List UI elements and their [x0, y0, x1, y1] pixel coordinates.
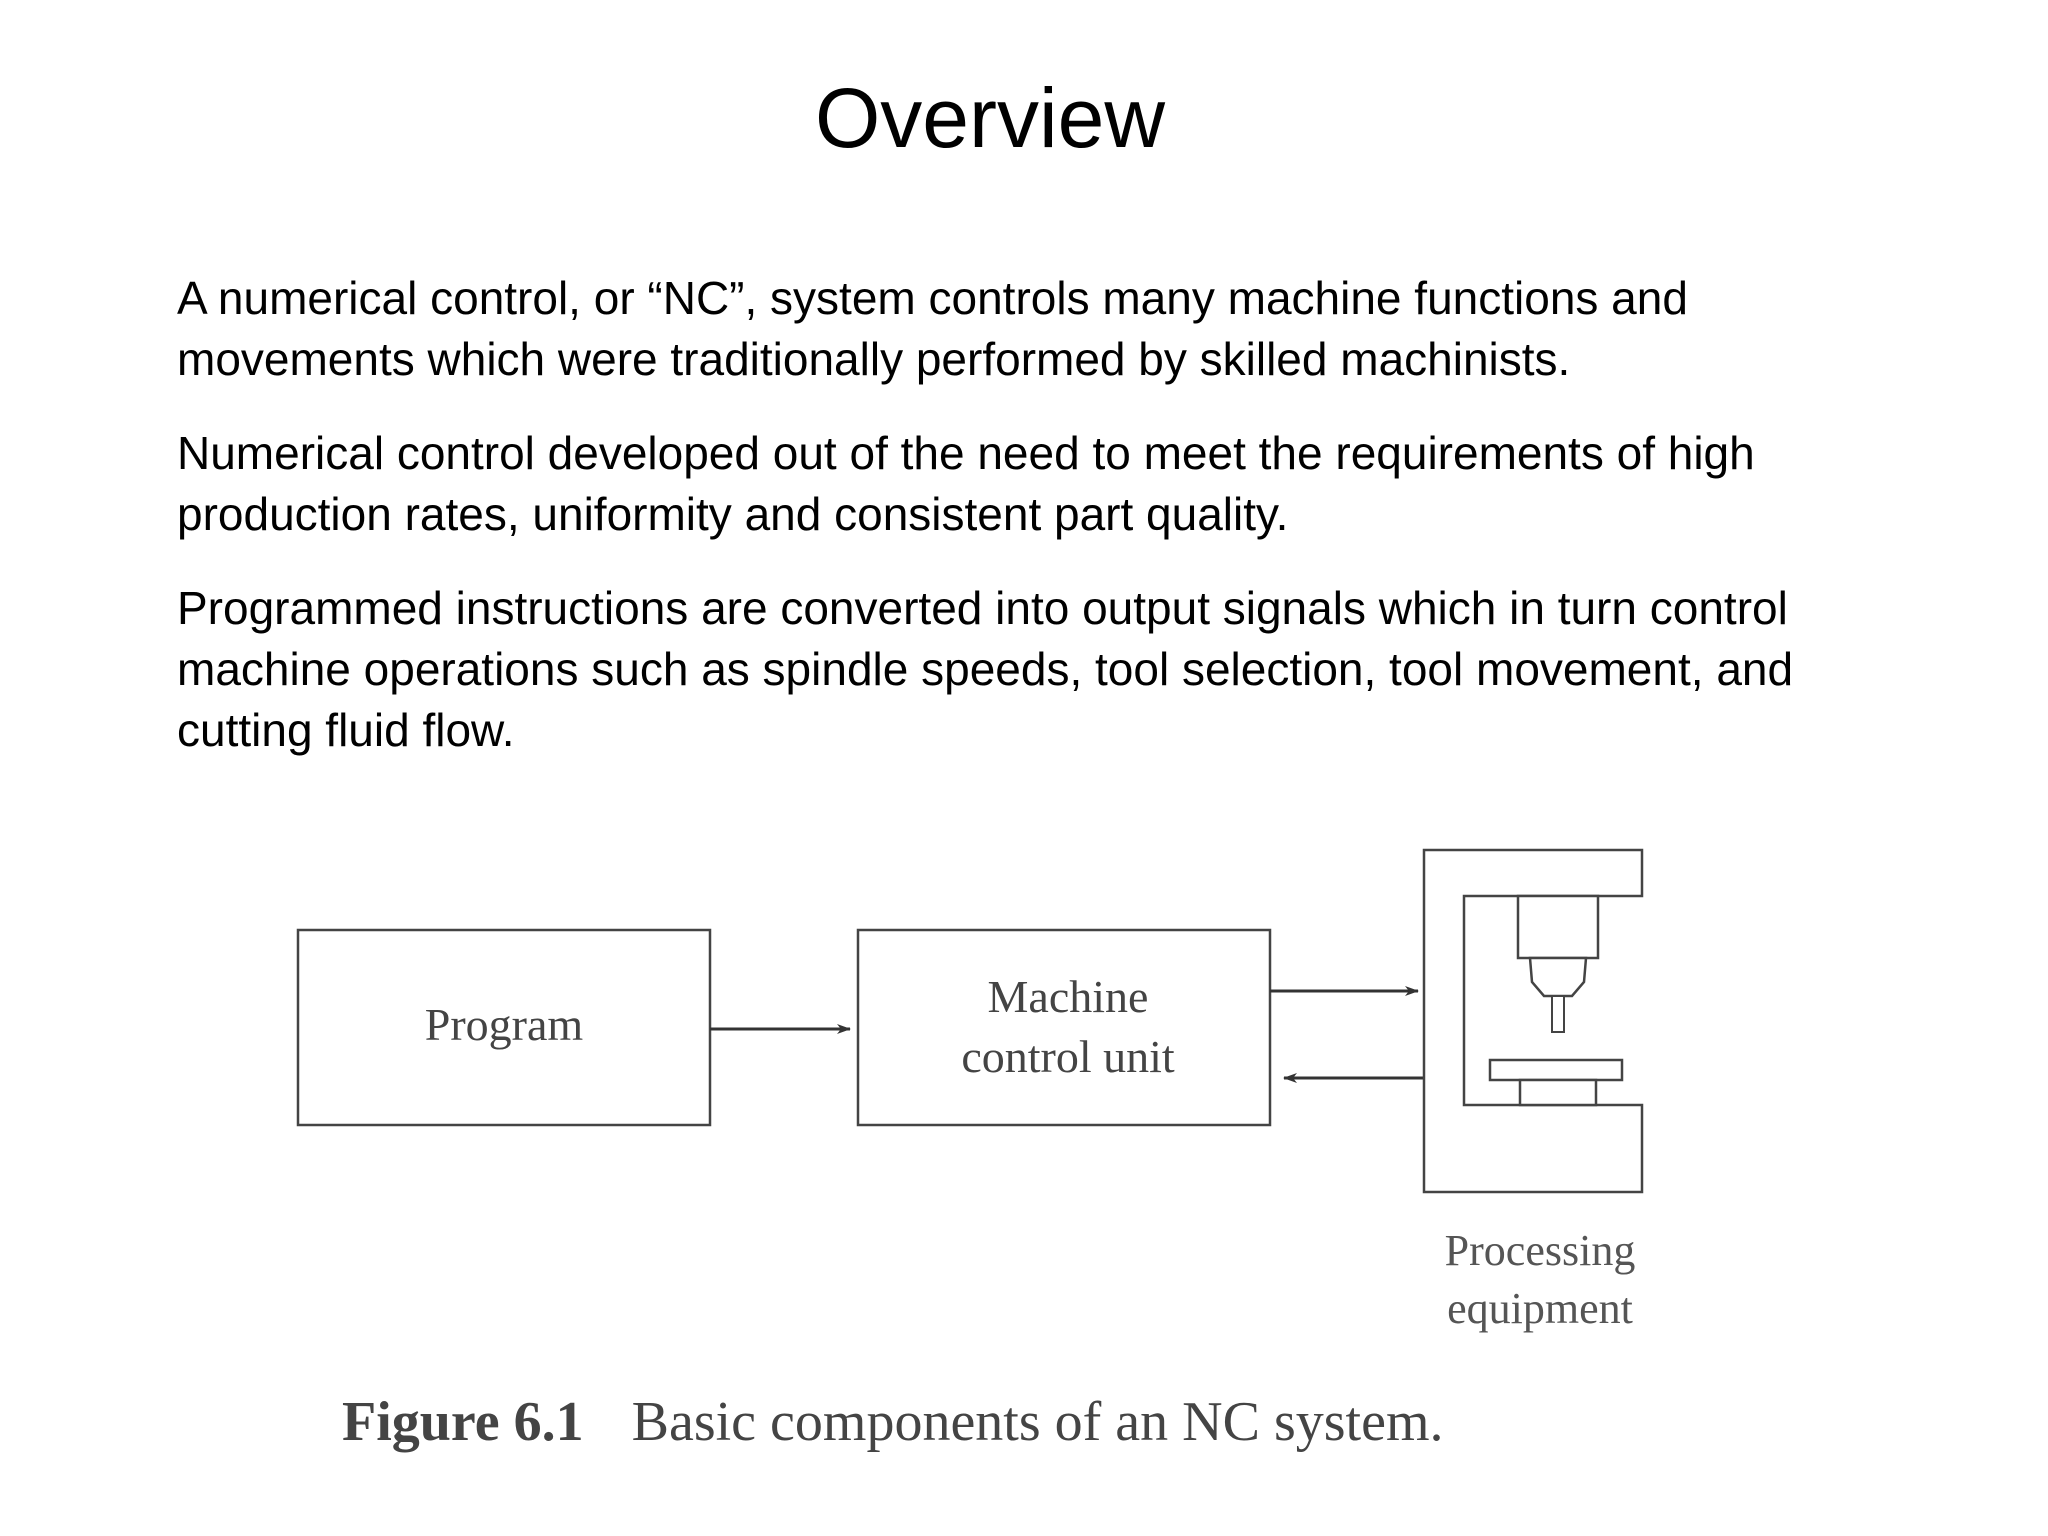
figure-caption-number: Figure 6.1 [342, 1391, 584, 1453]
figure-caption: Figure 6.1 Basic components of an NC sys… [342, 1391, 1444, 1453]
body-text: A numerical control, or “NC”, system con… [177, 268, 1917, 794]
machine-control-unit-box: Machine control unit [856, 928, 1272, 1127]
processing-equipment-icon [1422, 848, 1644, 1194]
equipment-label-line1: Processing [1445, 1226, 1636, 1275]
slide-title: Overview [814, 71, 1166, 165]
program-box-label: Program [425, 999, 584, 1050]
paragraph-nc-definition: A numerical control, or “NC”, system con… [177, 272, 1688, 385]
mcu-label-line1: Machine [988, 971, 1149, 1022]
figure-caption-text: Basic components of an NC system. [632, 1391, 1444, 1453]
program-box: Program [296, 928, 712, 1127]
equipment-label-line2: equipment [1447, 1284, 1633, 1333]
paragraph-nc-operation: Programmed instructions are converted in… [177, 582, 1794, 756]
paragraph-nc-origin: Numerical control developed out of the n… [177, 427, 1755, 540]
mcu-label-line2: control unit [961, 1031, 1175, 1082]
